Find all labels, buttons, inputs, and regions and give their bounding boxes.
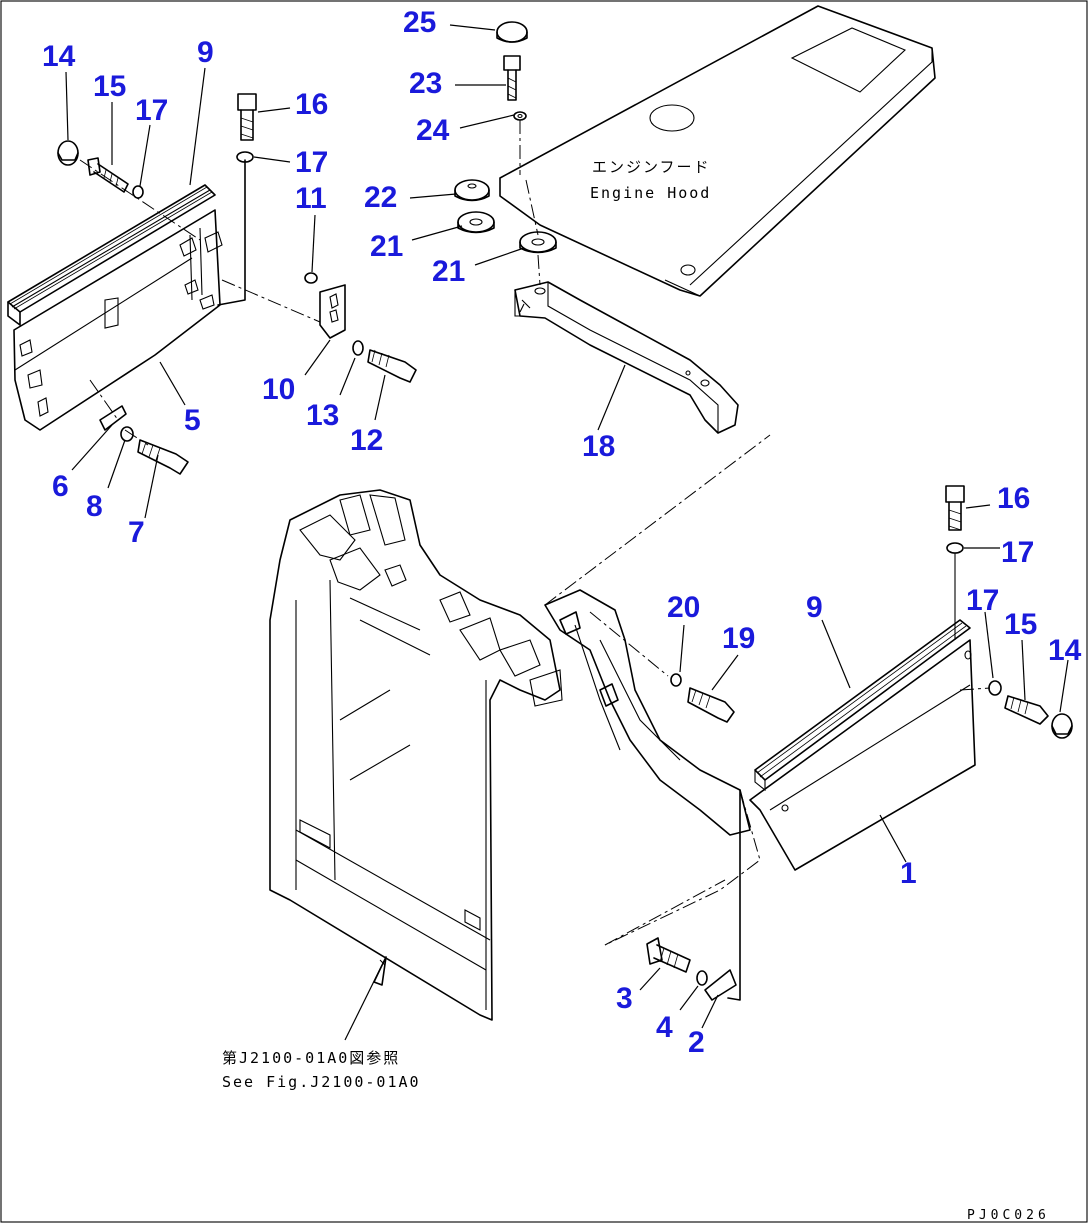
callout-22: 22: [364, 181, 397, 214]
callout-17: 17: [135, 94, 168, 127]
callout-6: 6: [52, 470, 69, 503]
engine-hood: [499, 5, 936, 297]
engine-hood-en-label: Engine Hood: [590, 184, 711, 202]
callout-18: 18: [582, 430, 615, 463]
callout-9: 9: [806, 591, 823, 624]
callout-14: 14: [42, 40, 76, 73]
callout-12: 12: [350, 424, 383, 457]
drawing-code: PJ0C026: [967, 1208, 1050, 1223]
callout-16: 16: [295, 88, 328, 121]
callout-17: 17: [966, 584, 999, 617]
left-hardware: [57, 93, 417, 475]
right-side-cover: [604, 619, 976, 1001]
callout-24: 24: [416, 114, 450, 147]
callout-17: 17: [295, 146, 328, 179]
callout-14: 14: [1048, 634, 1082, 667]
callout-7: 7: [128, 516, 145, 549]
callout-1: 1: [900, 857, 917, 890]
reference-jp-label: 第J2100-01A0図参照: [222, 1049, 400, 1067]
callout-11: 11: [295, 182, 327, 215]
hood-stay-18: [514, 281, 739, 434]
callout-17: 17: [1001, 536, 1034, 569]
callout-13: 13: [306, 399, 339, 432]
callout-21: 21: [432, 255, 465, 288]
hood-hardware: [454, 21, 557, 286]
callout-5: 5: [184, 404, 201, 437]
callout-16: 16: [997, 482, 1030, 515]
callout-9: 9: [197, 36, 214, 69]
callout-2: 2: [688, 1026, 705, 1059]
part-callouts: 14 15 17 9 16 17 11 10 13 12 5 6 8 7 25 …: [42, 6, 1082, 1059]
callout-19: 19: [722, 622, 755, 655]
callout-21: 21: [370, 230, 403, 263]
callout-4: 4: [656, 1011, 673, 1044]
left-side-cover: [7, 159, 346, 446]
callout-8: 8: [86, 490, 103, 523]
callout-15: 15: [1004, 608, 1037, 641]
reference-arrow: [344, 956, 387, 1041]
callout-20: 20: [667, 591, 700, 624]
leader-lines: [65, 24, 1069, 1029]
callout-23: 23: [409, 67, 442, 100]
callout-10: 10: [262, 373, 295, 406]
engine-hood-jp-label: エンジンフード: [592, 158, 711, 176]
radiator-frame: [269, 434, 771, 1021]
callout-15: 15: [93, 70, 126, 103]
right-hardware: [646, 485, 1073, 986]
reference-en-label: See Fig.J2100-01A0: [222, 1073, 421, 1091]
callout-3: 3: [616, 982, 633, 1015]
callout-25: 25: [403, 6, 436, 39]
